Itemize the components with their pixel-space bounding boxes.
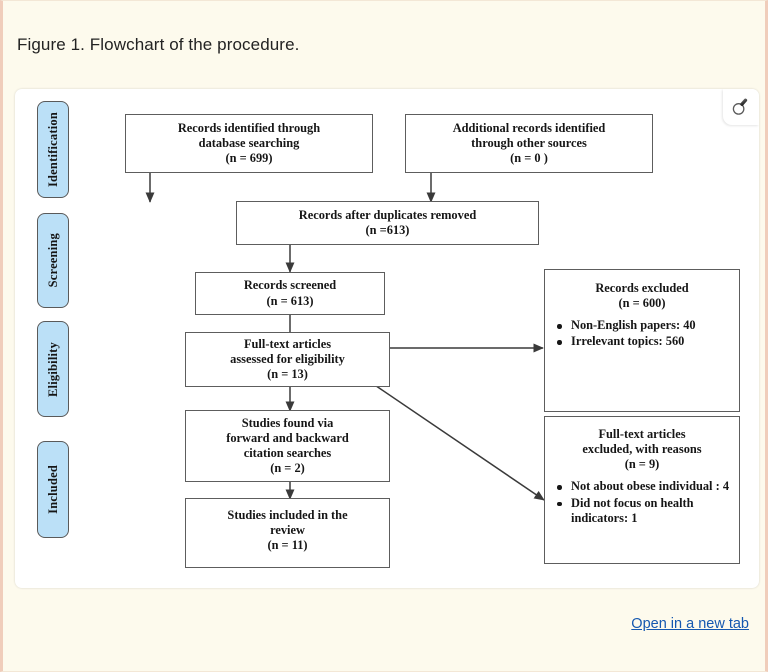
- node-text: Records after duplicates removed (n =613…: [298, 207, 477, 237]
- node-fulltext-assessed-eligibility: Full-text articles assessed for eligibil…: [185, 332, 390, 387]
- node-text: Records identified through database sear…: [177, 120, 321, 166]
- phase-included: Included: [37, 441, 69, 538]
- node-bullet-list: Not about obese individual : 4 Did not f…: [545, 479, 739, 526]
- phase-label: Screening: [45, 233, 60, 288]
- prisma-flow-diagram: Identification Screening Eligibility Inc…: [15, 89, 759, 588]
- node-text: Studies included in the review (n = 11): [227, 508, 348, 553]
- figure-card: Identification Screening Eligibility Inc…: [15, 89, 759, 588]
- node-bullet-list: Non-English papers: 40 Irrelevant topics…: [545, 318, 739, 350]
- phase-label: Included: [45, 465, 60, 514]
- node-text: Full-text articles assessed for eligibil…: [230, 336, 345, 382]
- node-records-excluded: Records excluded (n = 600) Non-English p…: [544, 269, 740, 412]
- node-records-after-duplicates-removed: Records after duplicates removed (n =613…: [236, 201, 539, 245]
- bullet-item: Did not focus on health indicators: 1: [557, 496, 733, 526]
- page-title: Figure 1. Flowchart of the procedure.: [17, 35, 300, 54]
- phase-label: Eligibility: [45, 341, 60, 397]
- phase-eligibility: Eligibility: [37, 321, 69, 417]
- node-fulltext-excluded-reasons: Full-text articles excluded, with reason…: [544, 416, 740, 564]
- node-text: Records excluded (n = 600): [595, 281, 689, 311]
- bullet-item: Not about obese individual : 4: [557, 479, 733, 494]
- node-records-screened: Records screened (n = 613): [195, 272, 385, 315]
- node-text: Additional records identified through ot…: [452, 120, 606, 166]
- bullet-item: Non-English papers: 40: [557, 318, 733, 333]
- phase-label: Identification: [45, 111, 60, 188]
- magnifier-glyph: [732, 98, 748, 115]
- node-text: Records screened (n = 613): [243, 278, 337, 308]
- bullet-item: Irrelevant topics: 560: [557, 334, 733, 349]
- magnifier-icon[interactable]: [723, 89, 759, 125]
- open-in-new-tab-link[interactable]: Open in a new tab: [631, 616, 749, 632]
- phase-identification: Identification: [37, 101, 69, 198]
- phase-screening: Screening: [37, 213, 69, 308]
- node-citation-searches: Studies found via forward and backward c…: [185, 410, 390, 482]
- node-text: Full-text articles excluded, with reason…: [582, 427, 702, 472]
- node-additional-records-other-sources: Additional records identified through ot…: [405, 114, 653, 173]
- node-records-identified-database: Records identified through database sear…: [125, 114, 373, 173]
- node-studies-included-review: Studies included in the review (n = 11): [185, 498, 390, 568]
- node-text: Studies found via forward and backward c…: [226, 415, 349, 476]
